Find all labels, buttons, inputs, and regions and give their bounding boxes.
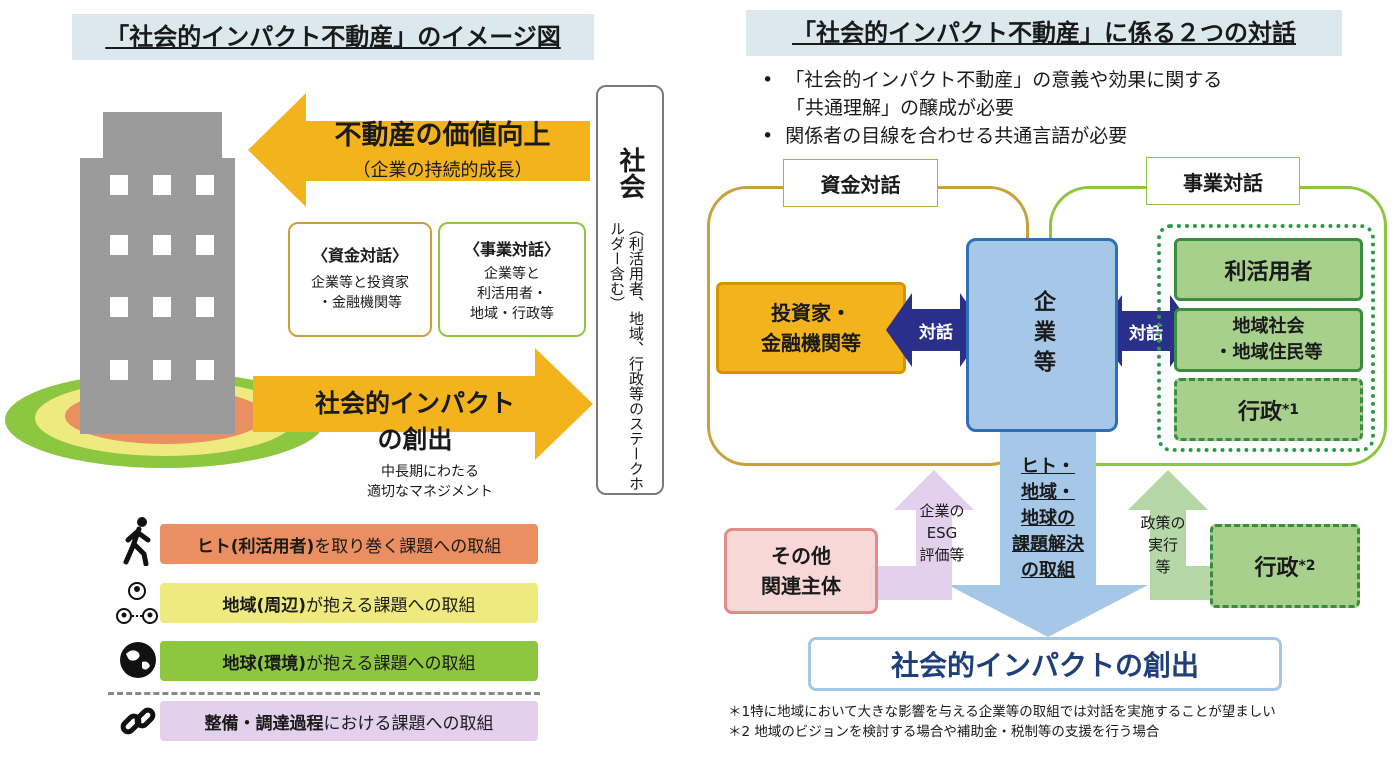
mgmt-label-1: 中長期にわたる <box>381 464 479 480</box>
investor-line-1: 投資家・ <box>771 301 851 325</box>
solution-arrow-text: ヒト・ 地域・ 地球の 課題解決 の取組 <box>998 454 1098 584</box>
value-up-sublabel: （企業の持続的成長） <box>352 160 533 181</box>
solution-line-3: 地球の <box>1021 508 1075 529</box>
left-title: 「社会的インパクト不動産」のイメージ図 <box>72 14 594 60</box>
policy-line-1: 政策の <box>1140 514 1186 532</box>
others-line-1: その他 <box>771 544 831 568</box>
users-box: 利活用者 <box>1174 238 1363 301</box>
right-title: 「社会的インパクト不動産」に係る２つの対話 <box>746 10 1342 56</box>
biz-dialogue-body1: 企業等と <box>484 266 540 282</box>
value-up-label: 不動産の価値向上 <box>334 120 551 151</box>
admin1-box: 行政*1 <box>1174 378 1363 441</box>
policy-label: 政策の 実行 等 <box>1128 512 1198 578</box>
admin2-mark: *2 <box>1298 558 1316 574</box>
biz-dialogue-label: 事業対話 <box>1146 157 1300 205</box>
value-up-arrow <box>248 93 590 207</box>
policy-up-arrow <box>1128 470 1224 600</box>
issue-bar-earth-bold: 地球(環境) <box>222 653 307 674</box>
issue-bar-region: 地域(周辺)が抱える課題への取組 <box>160 583 538 623</box>
bullet-item-2: • 関係者の目線を合わせる共通言語が必要 <box>762 125 1128 147</box>
biz-dialogue-box: 〈事業対話〉 企業等と 利活用者・ 地域・行政等 <box>438 222 586 337</box>
building-icon <box>80 112 235 434</box>
admin2-box: 行政*2 <box>1210 524 1360 608</box>
fund-dialogue-body2: ・金融機関等 <box>318 295 402 311</box>
investor-box: 投資家・ 金融機関等 <box>716 282 906 374</box>
fund-dialogue-box: 〈資金対話〉 企業等と投資家 ・金融機関等 <box>288 222 432 337</box>
bullet-item-1-cont: 「共通理解」の醸成が必要 <box>786 97 1015 119</box>
impact-result-box: 社会的インパクトの創出 <box>808 637 1282 691</box>
issue-bar-earth: 地球(環境)が抱える課題への取組 <box>160 641 538 681</box>
bullet-list: • 「社会的インパクト不動産」の意義や効果に関する 「共通理解」の醸成が必要 •… <box>762 66 1222 150</box>
stakeholder-group <box>1157 224 1375 452</box>
issue-bar-region-bold: 地域(周辺) <box>222 595 307 616</box>
left-title-text: 「社会的インパクト不動産」のイメージ図 <box>105 23 561 51</box>
fund-dialogue-body1: 企業等と投資家 <box>311 275 409 291</box>
issue-bar-process-rest: における課題への取組 <box>323 713 494 734</box>
admin1-mark: *1 <box>1281 401 1300 418</box>
mgmt-label-2: 適切なマネジメント <box>367 484 493 500</box>
walking-person-icon <box>117 514 159 568</box>
admin1-text: 行政 <box>1237 399 1282 425</box>
fund-dialogue-label: 資金対話 <box>783 159 938 207</box>
chain-link-icon <box>117 698 159 744</box>
admin2-text: 行政 <box>1254 556 1299 581</box>
issue-bar-people: ヒト(利活用者)を取り巻く課題への取組 <box>160 524 538 564</box>
policy-line-3: 等 <box>1155 558 1171 576</box>
biz-dialogue-head: 〈事業対話〉 <box>463 240 560 259</box>
investor-line-2: 金融機関等 <box>761 331 861 355</box>
society-note: （利活用者、地域、行政等のステークホルダー含む） <box>608 221 645 491</box>
dialogue-right-label: 対話 <box>1129 324 1163 344</box>
issue-bar-region-rest: が抱える課題への取組 <box>306 595 476 616</box>
issue-bar-earth-rest: が抱える課題への取組 <box>306 653 476 674</box>
biz-dialogue-body2: 利活用者・ <box>477 286 547 302</box>
biz-dialogue-body3: 地域・行政等 <box>470 306 554 322</box>
dialogue-arrow-right <box>1096 295 1196 367</box>
solution-line-5: の取組 <box>1021 560 1075 581</box>
solution-line-2: 地域・ <box>1021 482 1075 503</box>
impact-arrow <box>253 348 593 460</box>
esg-line-1: 企業の <box>919 502 965 520</box>
community-line-1: 地域社会 <box>1232 316 1305 337</box>
society-title: 社会 <box>615 147 645 199</box>
esg-line-3: 評価等 <box>919 546 965 564</box>
impact-label-2: の創出 <box>377 425 453 454</box>
solution-line-4: 課題解決 <box>1012 534 1084 555</box>
impact-label-1: 社会的インパクト <box>314 389 515 418</box>
bullet-item-1: • 「社会的インパクト不動産」の意義や効果に関する <box>762 69 1223 91</box>
policy-line-2: 実行 <box>1147 536 1178 554</box>
fund-dialogue-head: 〈資金対話〉 <box>311 246 408 265</box>
issue-bar-process: 整備・調達過程における課題への取組 <box>160 701 538 741</box>
esg-label: 企業の ESG 評価等 <box>902 500 982 566</box>
footnotes: ＊1特に地域において大きな影響を与える企業等の取組では対話を実施することが望まし… <box>728 702 1276 742</box>
footnote-2: ＊2 地域のビジョンを検討する場合や補助金・税制等の支援を行う場合 <box>728 724 1160 740</box>
esg-line-2: ESG <box>926 524 958 542</box>
community-line-2: ・地域住民等 <box>1214 342 1323 363</box>
dialogue-left-label: 対話 <box>919 323 953 343</box>
dashed-divider <box>108 692 540 695</box>
company-box: 企業等 <box>966 238 1118 432</box>
solution-down-arrow <box>948 425 1148 637</box>
company-label: 企業等 <box>1030 290 1055 380</box>
issue-bar-process-bold: 整備・調達過程 <box>204 713 324 734</box>
esg-up-arrow <box>878 470 974 600</box>
issue-bar-people-bold: ヒト(利活用者) <box>196 536 315 557</box>
community-icon <box>114 578 160 628</box>
right-title-text: 「社会的インパクト不動産」に係る２つの対話 <box>792 19 1296 47</box>
others-box: その他 関連主体 <box>724 528 878 614</box>
dialogue-arrow-left <box>886 293 986 367</box>
community-box: 地域社会 ・地域住民等 <box>1174 308 1363 372</box>
issue-bar-people-rest: を取り巻く課題への取組 <box>314 536 502 557</box>
others-line-2: 関連主体 <box>761 574 841 598</box>
globe-icon <box>116 636 160 684</box>
society-box: 社会 （利活用者、地域、行政等のステークホルダー含む） <box>596 85 664 495</box>
solution-line-1: ヒト・ <box>1021 456 1075 477</box>
footnote-1: ＊1特に地域において大きな影響を与える企業等の取組では対話を実施することが望まし… <box>728 704 1276 720</box>
